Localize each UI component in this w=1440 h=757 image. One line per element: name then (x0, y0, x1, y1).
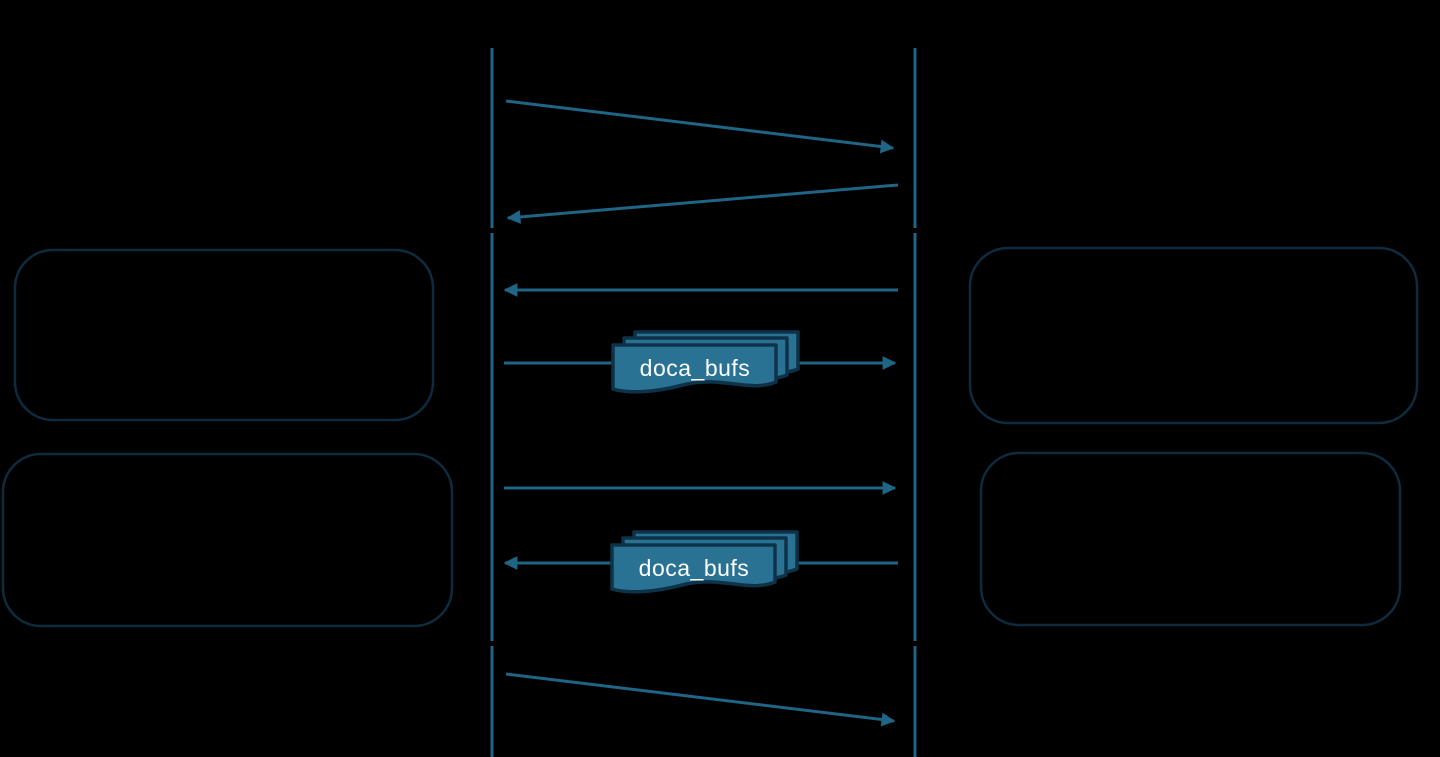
doca-bufs-stack-2: doca_bufs (610, 530, 799, 594)
doca-bufs-stack-1: doca_bufs (611, 330, 800, 394)
message-arrow-diagonal-left-2 (506, 183, 899, 224)
doca-bufs-label: doca_bufs (639, 555, 750, 581)
callout-box-left-top (13, 248, 435, 422)
message-arrow-diagonal-right-7 (505, 672, 896, 727)
callout-box-right-bottom (979, 451, 1402, 627)
doc-sheet-front-icon (610, 543, 777, 594)
message-arrow-diagonal-right-1 (505, 99, 895, 154)
callout-box-left-bottom (1, 452, 454, 628)
callout-boxes (1, 246, 1419, 628)
callout-box-right-top (968, 246, 1419, 425)
doca-bufs-label: doca_bufs (640, 355, 751, 381)
message-arrows (503, 99, 899, 727)
doc-sheet-front-icon (611, 343, 778, 394)
